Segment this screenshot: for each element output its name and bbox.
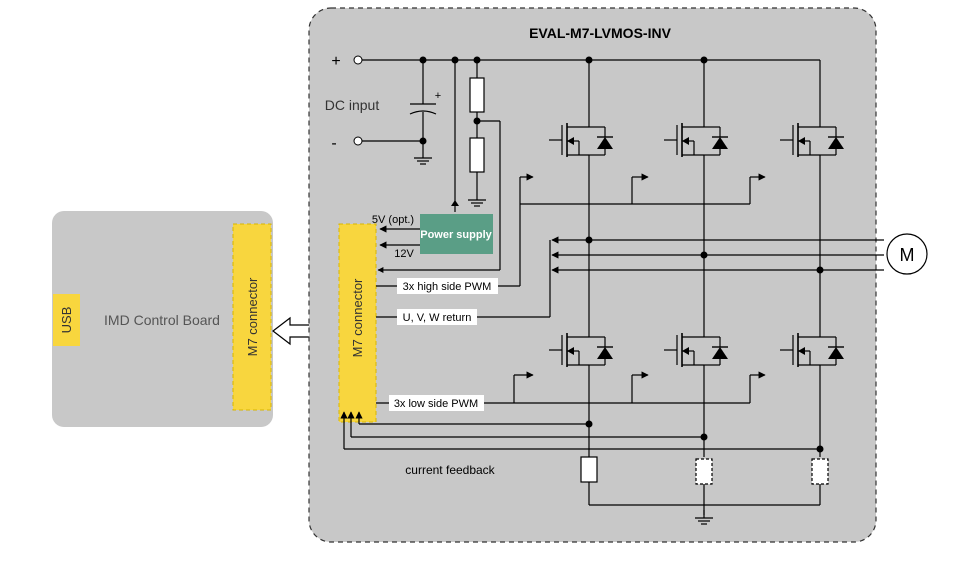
junction-dot [585,236,593,244]
control-board-label: IMD Control Board [104,312,220,328]
junction-dot [451,56,459,64]
supply-12v-label: 12V [394,248,414,260]
junction-dot [419,137,427,145]
control-board-connector-label: M7 connector [245,277,260,356]
control-board-panel [52,211,273,427]
junction-dot [700,433,708,441]
junction-dot [473,117,481,125]
high-side-pwm-label: 3x high side PWM [403,281,492,293]
phase-leg-wiring [588,175,821,515]
junction-dot [700,56,708,64]
high-side-pwm-tag [397,278,498,294]
supply-5v-label: 5V (opt.) [372,214,414,226]
divider-resistor-bottom [469,137,485,173]
motor-label: M [900,245,915,265]
shunt-resistor-w-optional [811,458,829,485]
eval-board-title: EVAL-M7-LVMOS-INV [529,25,671,41]
power-supply-label: Power supply [420,229,492,241]
usb-port[interactable] [53,294,80,346]
current-feedback-label: current feedback [405,463,495,477]
low-side-pwm-label: 3x low side PWM [394,398,478,410]
return-tag [397,309,477,325]
current-feedback-wiring [340,411,820,450]
junction-dot [700,251,708,259]
junction-dot [419,56,427,64]
plus-terminal-label: + [331,53,340,70]
minus-terminal-label: - [331,135,336,152]
shunt-resistor-v-optional [695,458,713,485]
return-label: U, V, W return [403,312,472,324]
junction-dot [585,420,593,428]
junction-dot [585,56,593,64]
motor-symbol [886,233,928,275]
junction-dot [816,445,824,453]
minus-terminal [353,136,363,146]
junction-dot [473,56,481,64]
eval-board-connector-label: M7 connector [350,278,365,357]
shunt-resistor-u [580,456,598,483]
plus-terminal [353,55,363,65]
control-board-m7-connector[interactable] [232,223,272,411]
power-supply-block [420,214,493,254]
low-side-pwm-tag [389,395,484,411]
cap-plus-label: + [435,90,441,102]
usb-label: USB [59,307,74,334]
dc-input-label: DC input [325,97,380,113]
divider-resistor-top [469,77,485,113]
eval-board-m7-connector[interactable] [338,223,377,423]
junction-dot [816,266,824,274]
